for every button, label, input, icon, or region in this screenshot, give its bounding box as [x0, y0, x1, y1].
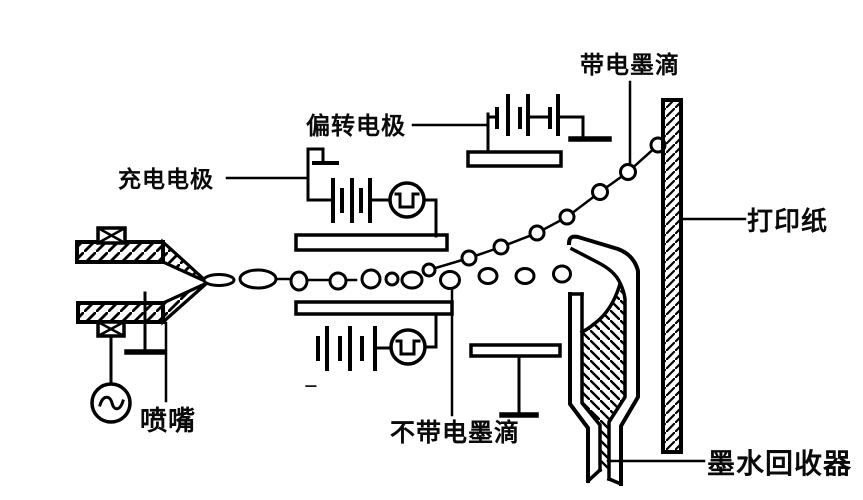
- pulse-to-plate-wire-top: [422, 198, 438, 238]
- collector-spout-cap-left: [585, 467, 603, 484]
- label-charged-droplets: 带电墨滴: [580, 51, 680, 79]
- collector-left-wall-inner: [580, 292, 602, 472]
- piezo-transducer-bottom-icon: [96, 320, 126, 338]
- collector-outer-wall: [566, 234, 640, 486]
- label-ink-collector: 墨水回收器: [707, 448, 852, 480]
- battery-deflection-icon: [486, 94, 585, 136]
- ink-drop: [384, 271, 400, 287]
- collector-spout-cap-right: [606, 476, 624, 487]
- label-paper: 打印纸: [747, 206, 828, 236]
- deflection-electrode-unit: [466, 94, 612, 418]
- nozzle-lower-block: [76, 301, 165, 324]
- ink-drop: [360, 268, 382, 290]
- charging-plate-top: [294, 233, 449, 252]
- ink-drop: [400, 270, 424, 290]
- ink-collector: [566, 234, 640, 487]
- pulse-to-plate-wire-bottom: [423, 312, 438, 349]
- ground-icon-nozzle: [124, 291, 166, 355]
- labels: 充电电极 偏转电极 带电墨滴 打印纸 不带电墨滴 墨水回收器 喷嘴: [118, 51, 852, 480]
- ac-source-icon: [90, 382, 132, 424]
- charging-plate-bottom: [294, 300, 454, 316]
- ink-drop: [328, 271, 348, 291]
- collector-ink-hatch: [582, 287, 625, 476]
- pulse-generator-top-icon: [388, 181, 426, 219]
- deflection-plate-bottom: [469, 343, 562, 358]
- nozzle-lower-wedge: [161, 281, 209, 326]
- battery-top-icon: [306, 178, 392, 223]
- ink-ligament: [202, 273, 236, 287]
- label-uncharged-droplets: 不带电墨滴: [390, 418, 520, 447]
- piezo-transducer-top-icon: [96, 226, 127, 245]
- ink-ligament: [238, 268, 278, 290]
- nozzle-upper-block: [75, 240, 165, 264]
- battery-negative-sign: −: [304, 374, 319, 400]
- print-paper: [661, 98, 683, 454]
- charging-feed-wire: [306, 147, 325, 202]
- collector-mouth-curve: [579, 281, 623, 335]
- ink-drop: [289, 270, 309, 292]
- label-nozzle: 喷嘴: [140, 406, 196, 436]
- uncharged-droplet-row: [439, 264, 572, 290]
- nozzle-assembly: [75, 226, 209, 424]
- deflection-plate-top: [466, 150, 563, 168]
- ground-icon-bottom-plate: [499, 354, 539, 418]
- pulse-generator-bottom-icon: [389, 328, 427, 366]
- ground-icon-deflection: [568, 115, 612, 142]
- collector-left-wall-outer: [568, 292, 590, 483]
- label-charging-electrode: 充电电极: [118, 166, 214, 192]
- label-deflection-electrode: 偏转电极: [306, 112, 406, 140]
- battery-bottom-icon: [316, 326, 393, 371]
- nozzle-upper-wedge: [161, 238, 209, 284]
- charging-electrode-unit: −: [294, 147, 454, 400]
